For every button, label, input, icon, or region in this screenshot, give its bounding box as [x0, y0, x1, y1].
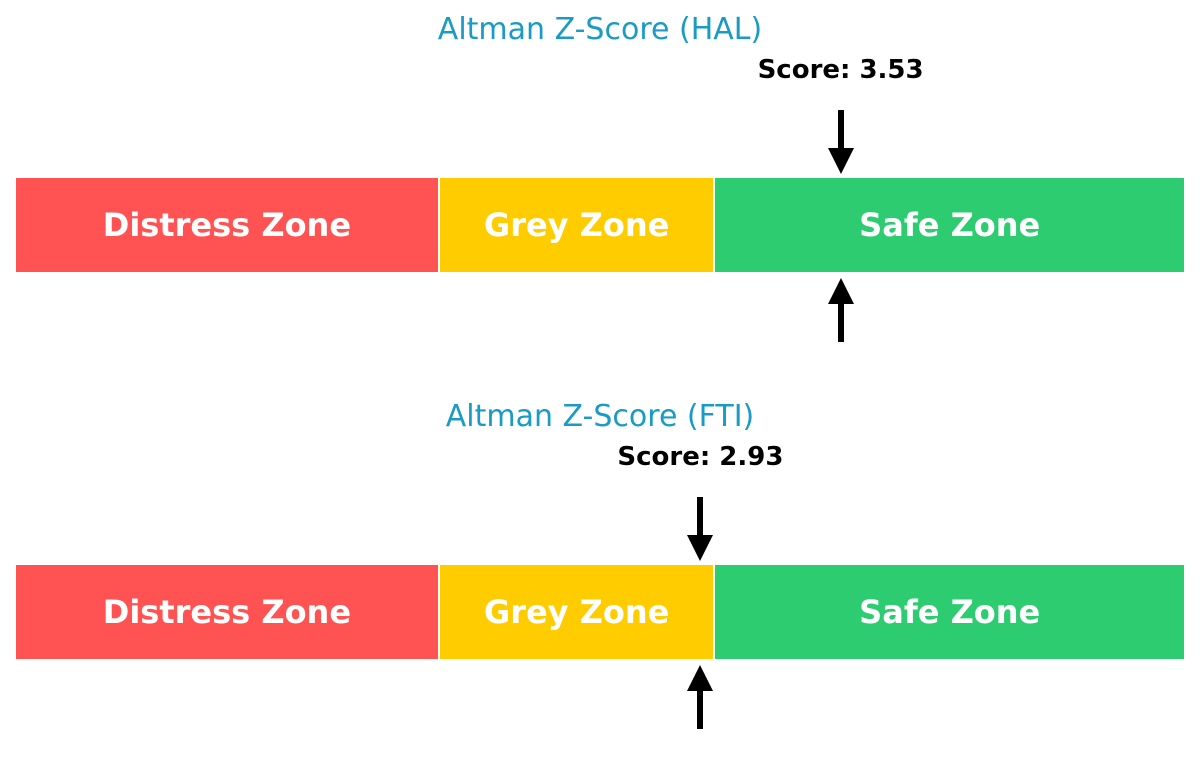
- score-arrow-down-icon: [827, 110, 854, 174]
- score-arrow-down-icon: [687, 497, 714, 561]
- zone-distress: Distress Zone: [16, 565, 438, 659]
- gauge-hal: Altman Z-Score (HAL) Score: 3.53 Distres…: [16, 12, 1184, 342]
- zone-label: Safe Zone: [859, 206, 1041, 244]
- zone-distress: Distress Zone: [16, 178, 438, 272]
- zone-label: Grey Zone: [483, 206, 670, 244]
- zone-label: Grey Zone: [483, 593, 670, 631]
- score-arrow-up-icon: [687, 665, 714, 729]
- score-label: Score: 3.53: [757, 55, 924, 85]
- zone-label: Distress Zone: [102, 206, 352, 244]
- chart-title: Altman Z-Score (HAL): [437, 12, 763, 47]
- chart-title: Altman Z-Score (FTI): [445, 399, 755, 434]
- zone-bar: Distress Zone Grey Zone Safe Zone: [16, 178, 1184, 272]
- score-label: Score: 2.93: [617, 442, 784, 472]
- score-arrow-up-icon: [827, 278, 854, 342]
- zone-grey: Grey Zone: [439, 178, 714, 272]
- gauge-fti: Altman Z-Score (FTI) Score: 2.93 Distres…: [0, 387, 1200, 774]
- zone-label: Safe Zone: [859, 593, 1041, 631]
- zone-bar: Distress Zone Grey Zone Safe Zone: [16, 565, 1184, 659]
- zone-safe: Safe Zone: [715, 565, 1184, 659]
- zone-label: Distress Zone: [102, 593, 352, 631]
- zone-safe: Safe Zone: [715, 178, 1184, 272]
- zone-grey: Grey Zone: [439, 565, 714, 659]
